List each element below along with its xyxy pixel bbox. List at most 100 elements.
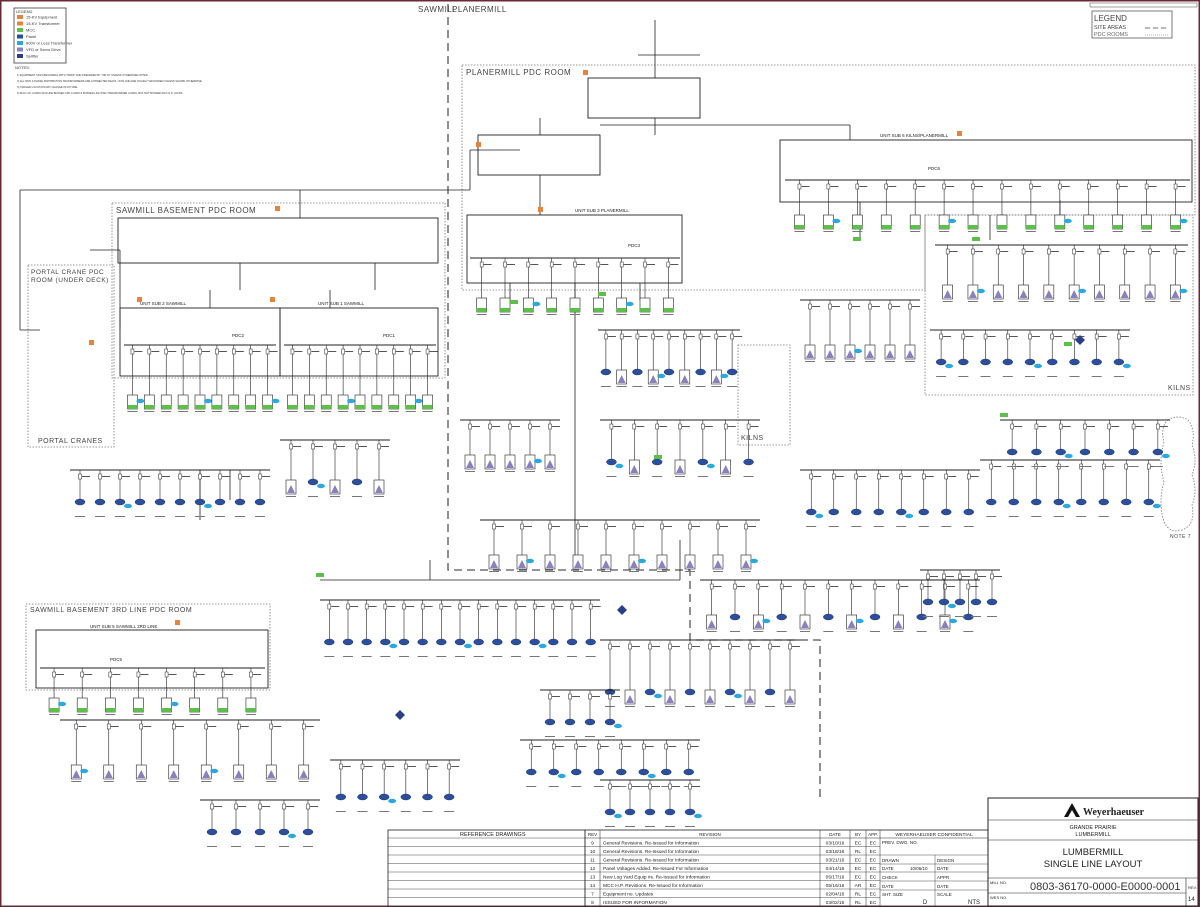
panel-icon[interactable] bbox=[154, 498, 166, 506]
panel-icon[interactable] bbox=[1031, 498, 1042, 506]
panel-icon[interactable] bbox=[661, 768, 672, 776]
panel-icon[interactable] bbox=[644, 808, 656, 816]
panel-icon[interactable] bbox=[254, 828, 266, 836]
panel-icon[interactable] bbox=[663, 368, 675, 376]
panel-icon[interactable] bbox=[1113, 358, 1125, 366]
panel-icon[interactable] bbox=[254, 498, 266, 506]
panel-icon[interactable] bbox=[1002, 358, 1013, 366]
panel-icon[interactable] bbox=[324, 638, 335, 646]
panel-icon[interactable] bbox=[729, 613, 741, 621]
panel-icon[interactable] bbox=[1098, 498, 1109, 506]
panel-icon[interactable] bbox=[1079, 448, 1091, 456]
panel-icon[interactable] bbox=[454, 638, 466, 646]
panel-icon[interactable] bbox=[980, 358, 991, 366]
panel-icon[interactable] bbox=[302, 828, 314, 836]
panel-icon[interactable] bbox=[986, 598, 998, 606]
panel-icon[interactable] bbox=[986, 498, 997, 506]
panel-icon[interactable] bbox=[529, 638, 540, 646]
panel-icon[interactable] bbox=[544, 718, 556, 726]
panel-icon[interactable] bbox=[206, 828, 218, 836]
panel-icon[interactable] bbox=[278, 828, 290, 836]
panel-icon[interactable] bbox=[1055, 448, 1066, 456]
panel-icon[interactable] bbox=[1053, 498, 1064, 506]
panel-icon[interactable] bbox=[684, 688, 696, 696]
panel-icon[interactable] bbox=[436, 638, 447, 646]
panel-icon[interactable] bbox=[307, 478, 319, 486]
panel-icon[interactable] bbox=[683, 768, 694, 776]
panel-icon[interactable] bbox=[564, 718, 576, 726]
panel-icon[interactable] bbox=[616, 768, 627, 776]
panel-icon[interactable] bbox=[1104, 448, 1115, 456]
panel-icon[interactable] bbox=[806, 508, 817, 516]
panel-icon[interactable] bbox=[1031, 448, 1042, 456]
panel-icon[interactable] bbox=[230, 828, 242, 836]
panel-icon[interactable] bbox=[1006, 448, 1018, 456]
panel-icon[interactable] bbox=[357, 793, 368, 801]
panel-icon[interactable] bbox=[869, 613, 881, 621]
panel-icon[interactable] bbox=[571, 768, 582, 776]
panel-icon[interactable] bbox=[548, 768, 559, 776]
panel-icon[interactable] bbox=[1143, 498, 1154, 506]
panel-icon[interactable] bbox=[94, 498, 106, 506]
panel-icon[interactable] bbox=[398, 638, 410, 646]
panel-icon[interactable] bbox=[941, 508, 952, 516]
panel-icon[interactable] bbox=[335, 793, 347, 801]
panel-icon[interactable] bbox=[214, 498, 226, 506]
panel-icon[interactable] bbox=[828, 508, 839, 516]
panel-icon[interactable] bbox=[361, 638, 372, 646]
panel-icon[interactable] bbox=[922, 598, 934, 606]
panel-icon[interactable] bbox=[1047, 358, 1058, 366]
panel-icon[interactable] bbox=[74, 498, 86, 506]
panel-icon[interactable] bbox=[638, 768, 649, 776]
panel-icon[interactable] bbox=[823, 613, 834, 621]
panel-icon[interactable] bbox=[378, 793, 390, 801]
panel-icon[interactable] bbox=[970, 598, 982, 606]
panel-icon[interactable] bbox=[174, 498, 186, 506]
panel-icon[interactable] bbox=[600, 368, 612, 376]
panel-icon[interactable] bbox=[851, 508, 862, 516]
panel-icon[interactable] bbox=[606, 458, 617, 466]
panel-icon[interactable] bbox=[1121, 498, 1132, 506]
panel-icon[interactable] bbox=[963, 508, 974, 516]
panel-icon[interactable] bbox=[632, 368, 643, 376]
panel-icon[interactable] bbox=[764, 688, 776, 696]
panel-icon[interactable] bbox=[1024, 358, 1036, 366]
panel-icon[interactable] bbox=[664, 808, 676, 816]
panel-icon[interactable] bbox=[194, 498, 206, 506]
panel-icon[interactable] bbox=[1128, 448, 1139, 456]
panel-icon[interactable] bbox=[695, 368, 706, 376]
panel-icon[interactable] bbox=[954, 598, 966, 606]
panel-icon[interactable] bbox=[134, 498, 146, 506]
panel-icon[interactable] bbox=[400, 793, 412, 801]
panel-icon[interactable] bbox=[604, 808, 616, 816]
panel-icon[interactable] bbox=[873, 508, 884, 516]
panel-icon[interactable] bbox=[624, 808, 636, 816]
panel-icon[interactable] bbox=[492, 638, 503, 646]
panel-icon[interactable] bbox=[896, 508, 907, 516]
panel-icon[interactable] bbox=[510, 638, 522, 646]
panel-icon[interactable] bbox=[548, 638, 559, 646]
panel-icon[interactable] bbox=[584, 718, 596, 726]
panel-icon[interactable] bbox=[443, 793, 455, 801]
panel-icon[interactable] bbox=[724, 688, 736, 696]
panel-icon[interactable] bbox=[342, 638, 354, 646]
panel-icon[interactable] bbox=[526, 768, 537, 776]
panel-icon[interactable] bbox=[593, 768, 604, 776]
panel-icon[interactable] bbox=[473, 638, 484, 646]
panel-icon[interactable] bbox=[1008, 498, 1019, 506]
panel-icon[interactable] bbox=[776, 613, 787, 621]
panel-icon[interactable] bbox=[938, 598, 950, 606]
panel-icon[interactable] bbox=[1091, 358, 1102, 366]
panel-icon[interactable] bbox=[651, 458, 663, 466]
panel-icon[interactable] bbox=[604, 718, 616, 726]
panel-icon[interactable] bbox=[743, 458, 754, 466]
panel-icon[interactable] bbox=[114, 498, 126, 506]
panel-icon[interactable] bbox=[380, 638, 391, 646]
panel-icon[interactable] bbox=[1069, 358, 1080, 366]
panel-icon[interactable] bbox=[918, 508, 929, 516]
panel-icon[interactable] bbox=[726, 368, 738, 376]
panel-icon[interactable] bbox=[351, 478, 363, 486]
panel-icon[interactable] bbox=[585, 638, 596, 646]
panel-icon[interactable] bbox=[684, 808, 696, 816]
panel-icon[interactable] bbox=[566, 638, 578, 646]
